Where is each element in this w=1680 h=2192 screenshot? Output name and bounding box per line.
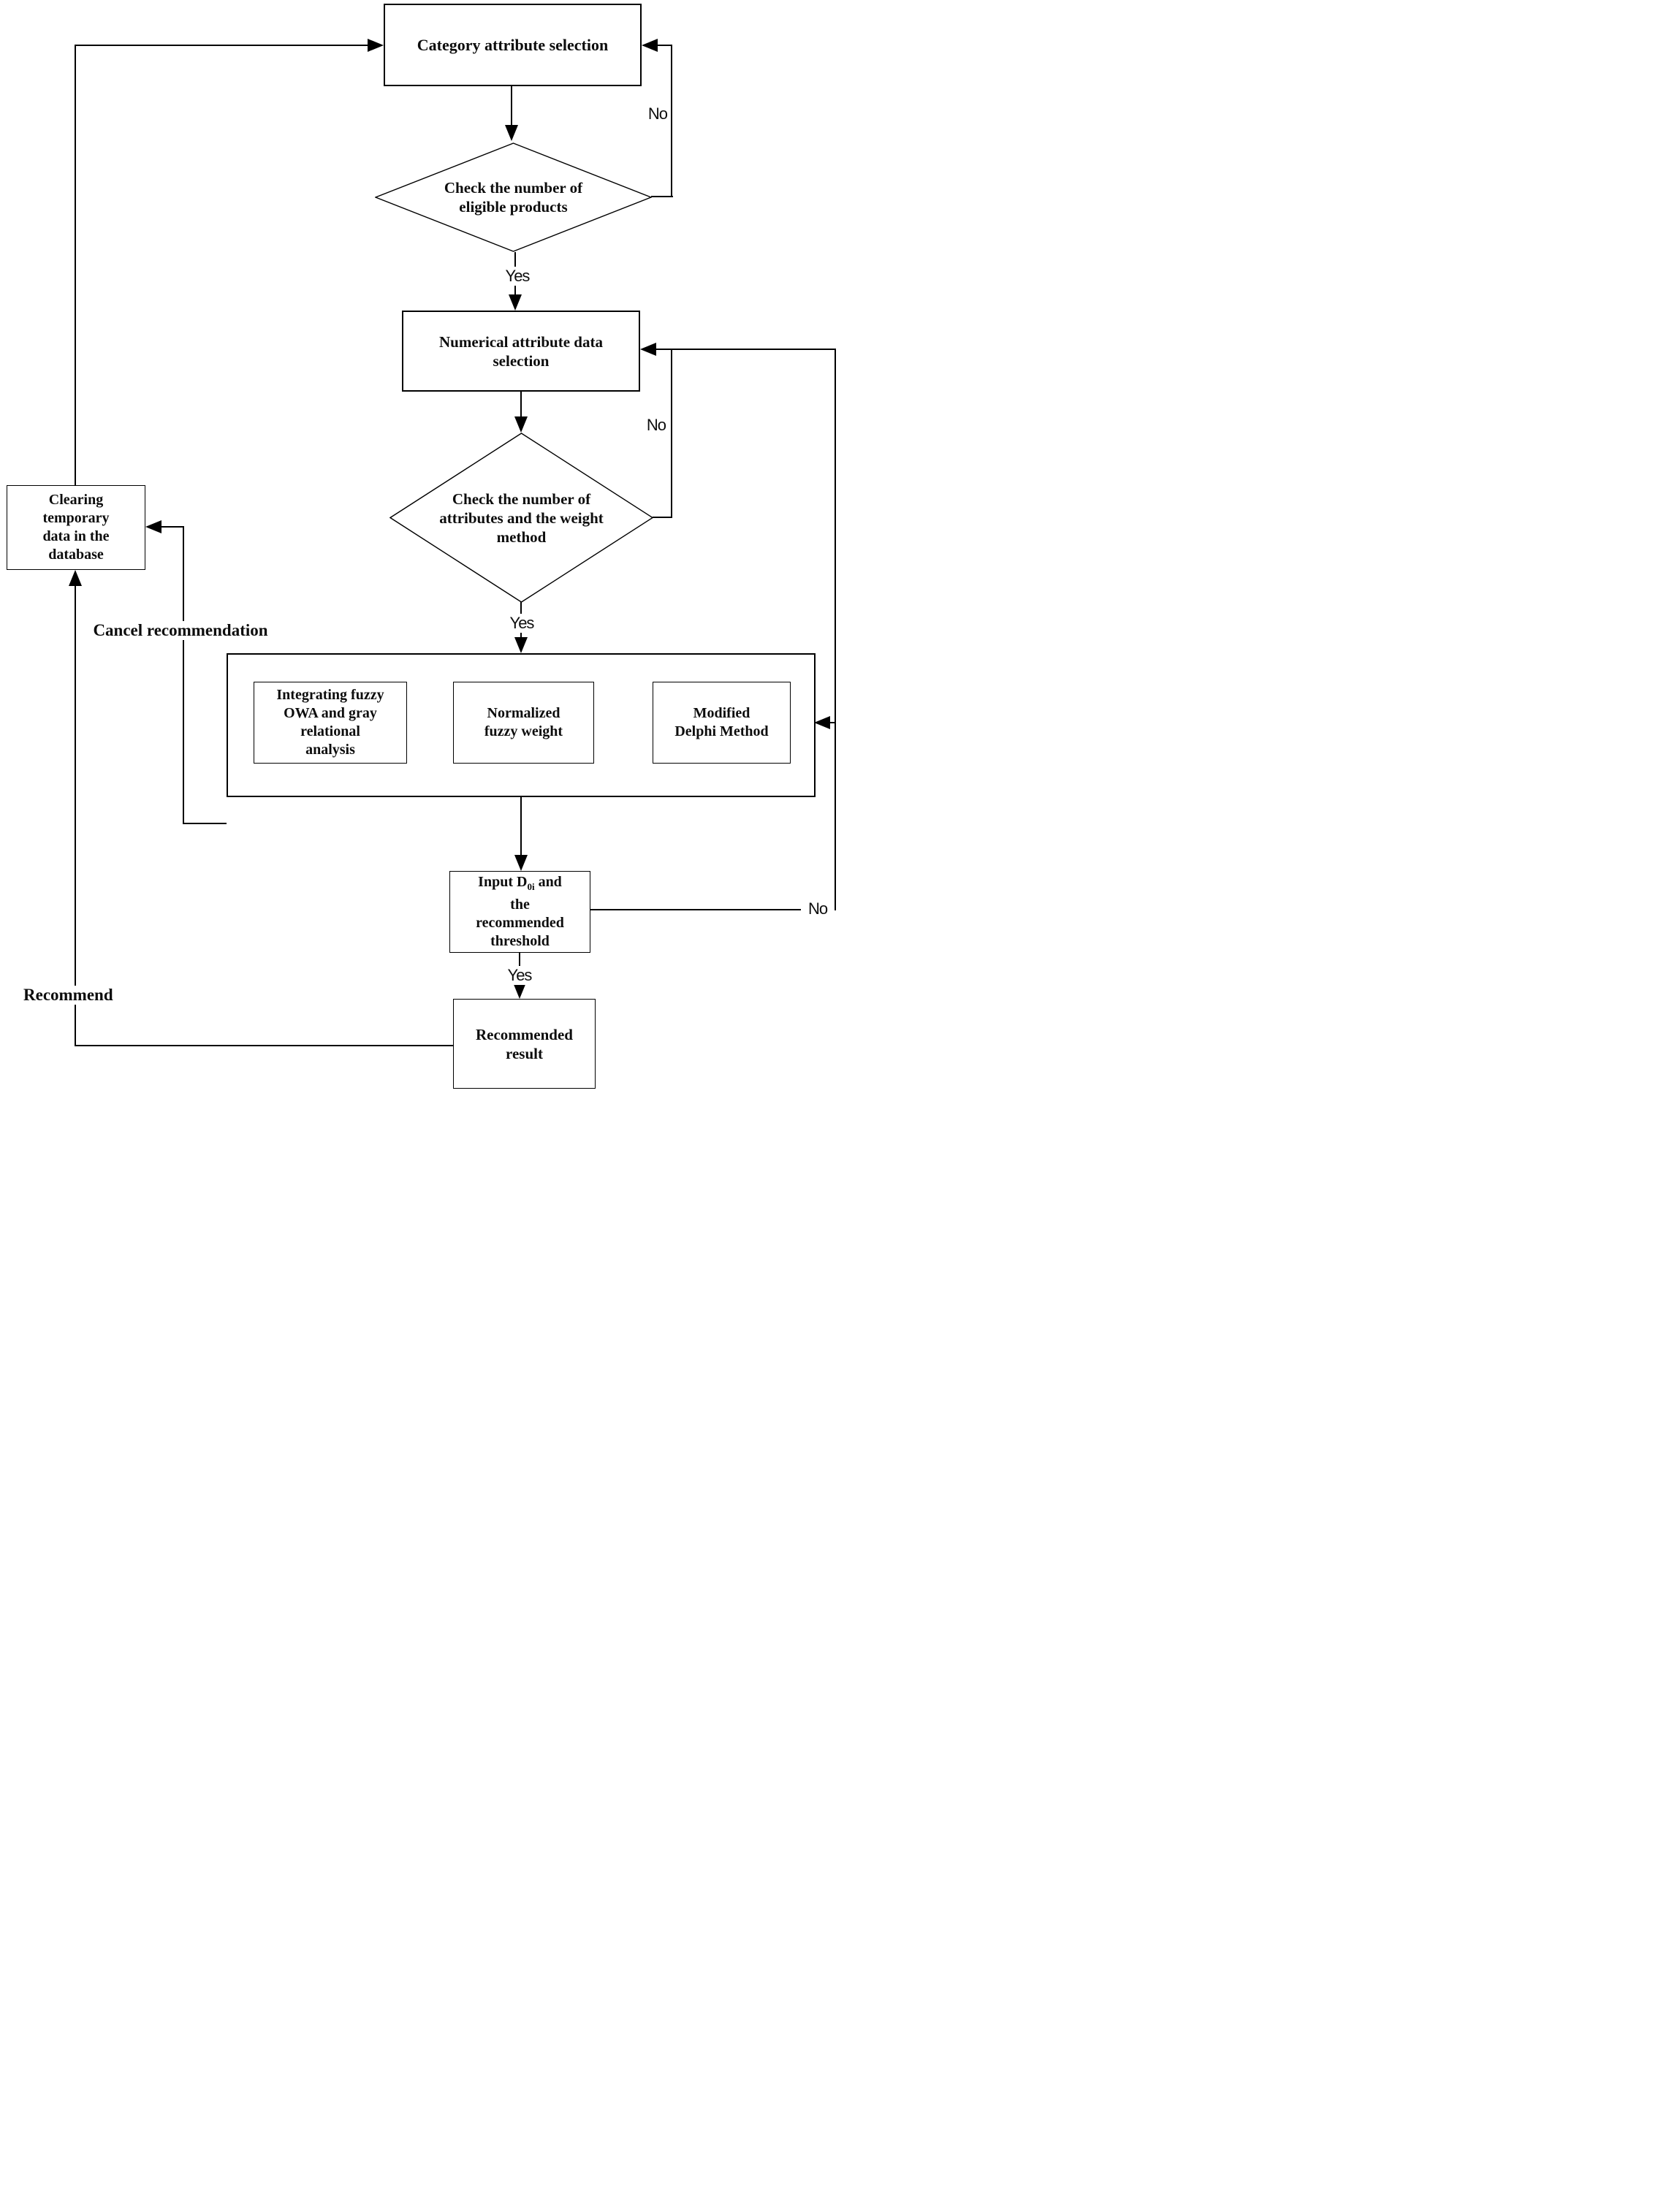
normalized-fuzzy-weight-box: Normalized fuzzy weight [453,682,594,764]
edge-recommend-horizontal [75,1045,453,1046]
attributes-weight-decision-label: Check the number of attributes and the w… [439,490,604,546]
edge-clearing-to-category-horizontal [75,45,369,46]
edge-no2-vertical [671,350,672,518]
input-threshold-rest: the recommended threshold [476,897,564,949]
eligible-products-decision-label: Check the number of eligible products [444,179,583,216]
edge-recommend-vertical [75,586,76,1046]
integrating-fuzzy-owa-box: Integrating fuzzy OWA and gray relationa… [254,682,407,764]
edge-no1-vertical [671,45,672,197]
arrowhead-into-clearing-bottom [69,570,82,586]
arrowhead-into-category-right [642,39,658,52]
arrowhead-into-container [514,637,528,653]
edge-cancel-bottom [183,823,227,824]
edge-branch-to-container [830,722,836,723]
no-label-attributes: No [646,416,666,434]
arrowhead-into-numerical [509,294,522,311]
numerical-attribute-selection-box: Numerical attribute data selection [402,311,640,392]
yes-label-attributes: Yes [505,614,539,633]
arrowhead-into-check-attributes [514,416,528,433]
edge-clearing-to-category-vertical [75,45,76,485]
edge-no1-top [656,45,672,46]
flowchart-canvas: Check the number of eligible products Ch… [0,0,840,1096]
recommended-result-box: Recommended result [453,999,596,1089]
arrowhead-into-input [514,855,528,871]
edge-container-to-input [520,797,522,856]
input-threshold-box: Input D0i and the recommended threshold [449,871,590,953]
input-threshold-line1: Input D0i and [478,874,562,892]
edge-no1-stub [651,196,673,197]
no-label-products: No [647,104,668,123]
arrowhead-into-numerical-right [640,343,656,356]
recommend-label: Recommend [23,986,113,1005]
edge-far-right-vertical [835,349,836,910]
edge-no2-stub [653,517,672,518]
yes-label-products: Yes [501,267,534,286]
edge-cancel-stub [161,526,184,528]
edge-cancel-vertical [183,527,184,824]
edge-category-to-check-products [511,86,512,126]
arrowhead-into-result [513,983,526,999]
modified-delphi-method-box: Modified Delphi Method [653,682,791,764]
yes-label-threshold: Yes [503,966,536,985]
cancel-recommendation-label: Cancel recommendation [81,621,280,640]
edge-numerical-to-check-attributes [520,392,522,418]
edge-no3-horizontal [590,909,836,910]
clearing-temporary-data-box: Clearing temporary data in the database [7,485,145,570]
attributes-weight-decision-shape [389,433,653,603]
edge-feedback-to-numerical [656,349,836,350]
category-attribute-selection-box: Category attribute selection [384,4,642,86]
arrowhead-into-container-right [814,716,830,729]
arrowhead-into-category-left [368,39,384,52]
arrowhead-into-clearing-right [145,520,161,533]
eligible-products-decision-shape [375,142,652,252]
no-label-threshold: No [801,899,835,918]
arrowhead-into-check-products [505,125,518,141]
